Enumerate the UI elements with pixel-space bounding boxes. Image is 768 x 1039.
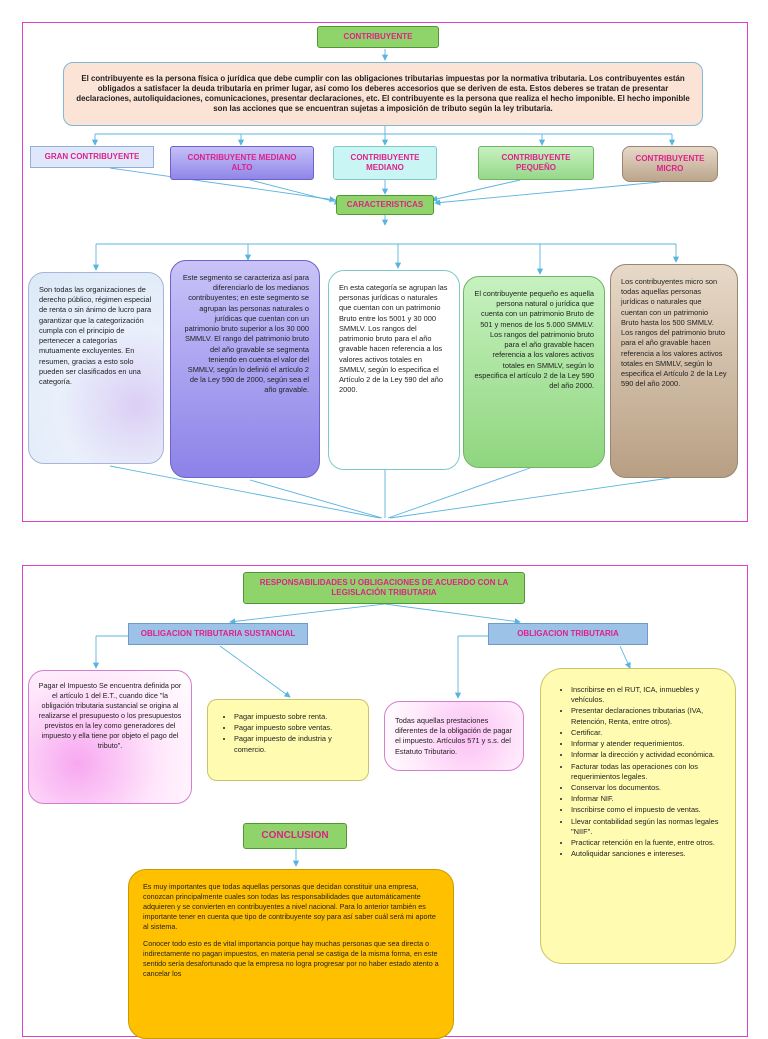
list-item: Autoliquidar sanciones e intereses.: [571, 849, 725, 859]
list-item: Practicar retención en la fuente, entre …: [571, 838, 725, 848]
formal-description: Todas aquellas prestaciones diferentes d…: [384, 701, 524, 771]
list-item: Pagar impuesto sobre renta.: [234, 712, 356, 722]
formal-items: Inscribirse en el RUT, ICA, inmuebles y …: [557, 685, 725, 860]
list-item: Conservar los documentos.: [571, 783, 725, 793]
conclusion-label: CONCLUSION: [243, 823, 347, 849]
type-mediano: CONTRIBUYENTE MEDIANO: [333, 146, 437, 180]
type-gran: GRAN CONTRIBUYENTE: [30, 146, 154, 168]
list-item: Pagar impuesto sobre ventas.: [234, 723, 356, 733]
desc-mediano-alto: Este segmento se caracteriza así para di…: [170, 260, 320, 478]
sustancial-description: Pagar el Impuesto Se encuentra definida …: [28, 670, 192, 804]
list-item: Presentar declaraciones tributarias (IVA…: [571, 706, 725, 726]
list-item: Inscribirse en el RUT, ICA, inmuebles y …: [571, 685, 725, 705]
contribuyente-definition: El contribuyente es la persona física o …: [63, 62, 703, 126]
contribuyente-title: CONTRIBUYENTE: [317, 26, 439, 48]
list-item: Informar la dirección y actividad económ…: [571, 750, 725, 760]
list-item: Facturar todas las operaciones con los r…: [571, 762, 725, 782]
desc-micro: Los contribuyentes micro son todas aquel…: [610, 264, 738, 478]
desc-gran: Son todas las organizaciones de derecho …: [28, 272, 164, 464]
type-pequeno: CONTRIBUYENTE PEQUEÑO: [478, 146, 594, 180]
branch-formal: OBLIGACION TRIBUTARIA: [488, 623, 648, 645]
list-item: Informar NIF.: [571, 794, 725, 804]
conclusion-paragraph-2: Conocer todo esto es de vital importanci…: [143, 938, 439, 978]
sustancial-items: Pagar impuesto sobre renta. Pagar impues…: [220, 712, 356, 755]
caracteristicas-label: CARACTERISTICAS: [336, 195, 434, 215]
list-item: Pagar impuesto de industria y comercio.: [234, 734, 356, 754]
branch-sustancial: OBLIGACION TRIBUTARIA SUSTANCIAL: [128, 623, 308, 645]
conclusion-paragraph-1: Es muy importantes que todas aquellas pe…: [143, 882, 436, 931]
type-mediano-alto: CONTRIBUYENTE MEDIANO ALTO: [170, 146, 314, 180]
sustancial-list: Pagar impuesto sobre renta. Pagar impues…: [207, 699, 369, 781]
list-item: Llevar contabilidad según las normas leg…: [571, 817, 725, 837]
responsabilidades-title: RESPONSABILIDADES U OBLIGACIONES DE ACUE…: [243, 572, 525, 604]
list-item: Informar y atender requerimientos.: [571, 739, 725, 749]
conclusion-box: Es muy importantes que todas aquellas pe…: [128, 869, 454, 1039]
type-micro: CONTRIBUYENTE MICRO: [622, 146, 718, 182]
desc-pequeno: El contribuyente pequeño es aquella pers…: [463, 276, 605, 468]
desc-mediano: En esta categoría se agrupan las persona…: [328, 270, 460, 470]
formal-list: Inscribirse en el RUT, ICA, inmuebles y …: [540, 668, 736, 964]
list-item: Certificar.: [571, 728, 725, 738]
list-item: Inscribirse como el impuesto de ventas.: [571, 805, 725, 815]
